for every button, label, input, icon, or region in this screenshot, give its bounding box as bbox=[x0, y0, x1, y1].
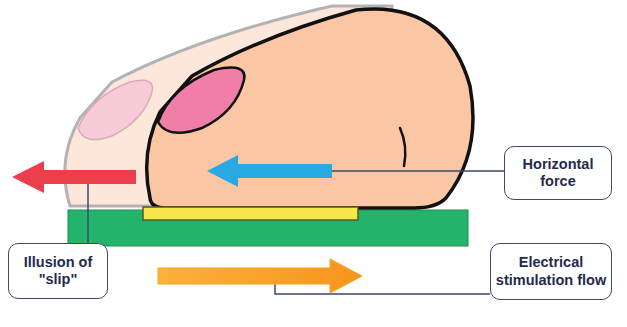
fingernail bbox=[158, 68, 244, 133]
finger bbox=[147, 9, 473, 208]
callout-label: Illusion of "slip" bbox=[9, 254, 107, 289]
callout-box: Horizontal force bbox=[504, 146, 612, 200]
force-arrow bbox=[207, 155, 332, 187]
callout-box: Electrical stimulation flow bbox=[490, 243, 612, 300]
current-arrow bbox=[158, 259, 362, 293]
finger-crease bbox=[400, 128, 405, 166]
callout-label: Horizontal force bbox=[505, 156, 611, 191]
callout-box: Illusion of "slip" bbox=[8, 243, 108, 299]
callout-label: Electrical stimulation flow bbox=[491, 254, 611, 289]
electrode bbox=[143, 207, 358, 220]
leader-line bbox=[87, 182, 89, 243]
slip-arrow bbox=[12, 161, 136, 193]
faded-nail bbox=[78, 80, 153, 139]
